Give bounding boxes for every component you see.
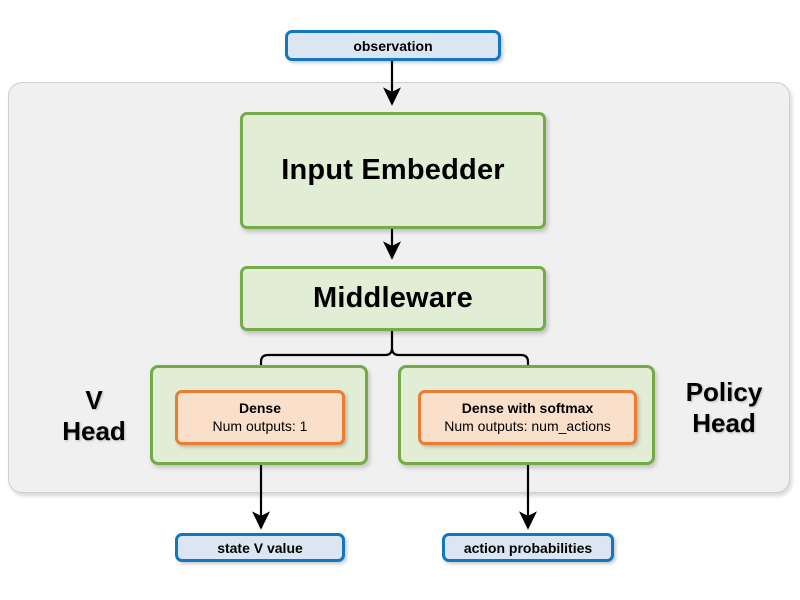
label-v-head-line1: V <box>85 385 103 415</box>
node-action-probabilities-label: action probabilities <box>463 539 593 556</box>
node-observation[interactable]: observation <box>285 30 501 61</box>
node-policy-head-dense-title: Dense with softmax <box>461 400 594 416</box>
node-input-embedder-label: Input Embedder <box>281 154 505 186</box>
node-input-embedder[interactable]: Input Embedder <box>240 112 546 229</box>
node-policy-head-dense-subtitle: Num outputs: num_actions <box>444 417 611 434</box>
node-v-head-dense-subtitle: Num outputs: 1 <box>212 417 308 434</box>
node-action-probabilities[interactable]: action probabilities <box>442 533 614 562</box>
node-state-v-value[interactable]: state V value <box>175 533 345 562</box>
node-v-head-dense-title: Dense <box>238 400 282 416</box>
label-policy-head-line1: Policy <box>685 377 763 407</box>
node-policy-head-dense[interactable]: Dense with softmax Num outputs: num_acti… <box>418 390 637 445</box>
node-v-head-dense[interactable]: Dense Num outputs: 1 <box>175 390 345 445</box>
node-observation-label: observation <box>353 37 433 54</box>
label-policy-head-line2: Head <box>692 407 756 438</box>
node-middleware[interactable]: Middleware <box>240 266 546 331</box>
node-state-v-value-label: state V value <box>217 539 303 556</box>
label-policy-head: Policy Head <box>663 377 785 438</box>
node-middleware-label: Middleware <box>313 282 473 314</box>
label-v-head-line2: Head <box>62 415 126 446</box>
label-v-head: V Head <box>40 385 148 446</box>
